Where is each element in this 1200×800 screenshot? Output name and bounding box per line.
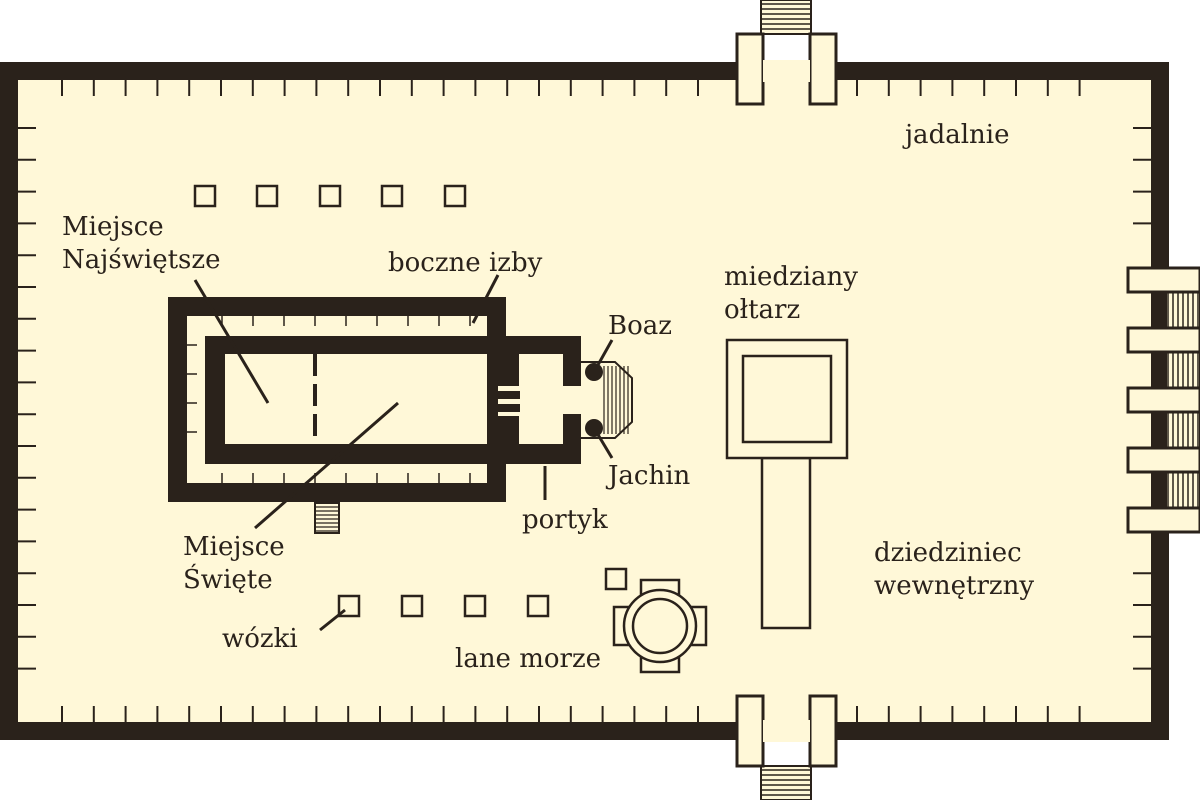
leader-lines xyxy=(193,274,614,632)
label-holy-line1: Miejsce xyxy=(183,532,285,562)
side-stair xyxy=(314,502,340,534)
label-holy-line2: Święte xyxy=(183,563,273,595)
side-room-dividers xyxy=(187,316,471,483)
label-molten-sea: lane morze xyxy=(455,644,601,674)
leader-holy xyxy=(254,401,399,530)
label-boaz: Boaz xyxy=(608,311,672,341)
label-side-rooms: boczne izby xyxy=(388,248,543,278)
label-copper-altar-line1: miedziany xyxy=(724,262,858,292)
leader-most-holy xyxy=(193,279,270,404)
leader-jachin xyxy=(592,427,614,459)
east-gate xyxy=(1126,266,1200,534)
leader-carts xyxy=(319,608,346,632)
temple-building xyxy=(168,297,633,534)
carts-north xyxy=(193,184,467,208)
south-gate xyxy=(735,694,838,800)
label-jachin: Jachin xyxy=(605,461,691,491)
leader-boaz xyxy=(592,339,614,373)
label-carts: wózki xyxy=(222,624,298,654)
label-most-holy-line1: Miejsce xyxy=(62,212,164,242)
carts-south xyxy=(337,567,628,618)
portico-floor xyxy=(519,354,563,444)
front-stairs xyxy=(581,361,633,439)
copper-altar xyxy=(725,338,849,630)
label-copper-altar-line2: ołtarz xyxy=(724,295,800,325)
label-inner-court-line2: wewnętrzny xyxy=(874,571,1034,601)
label-most-holy-line2: Najświętsze xyxy=(62,245,221,275)
molten-sea xyxy=(612,578,708,674)
leader-side-rooms xyxy=(471,274,500,324)
label-dining-rooms: jadalnie xyxy=(902,120,1009,150)
north-gate xyxy=(735,0,838,106)
dining-room-wall-ticks xyxy=(18,80,1151,722)
label-portico: portyk xyxy=(522,505,608,535)
label-inner-court-line1: dziedziniec xyxy=(874,538,1022,568)
